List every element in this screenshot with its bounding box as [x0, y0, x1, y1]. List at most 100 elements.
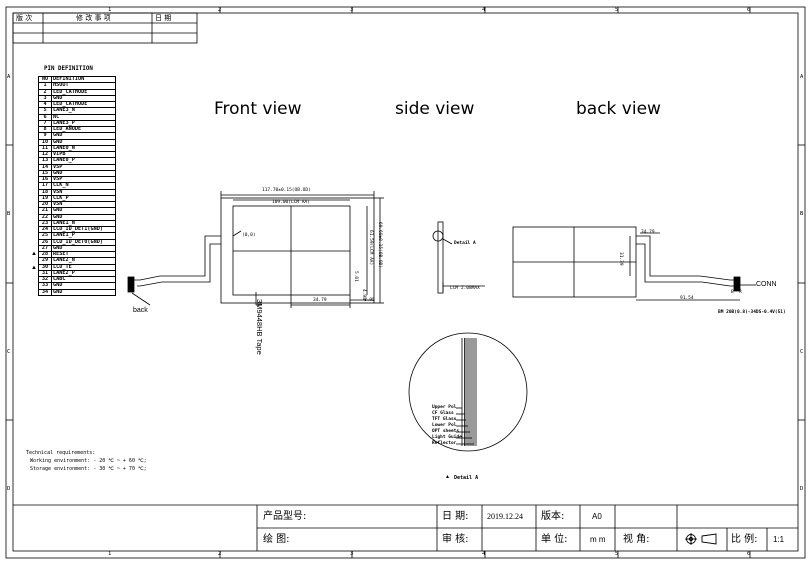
detail-a-circle	[408, 332, 528, 452]
tech-storage: Storage environment: - 30 ℃ ~ + 70 ℃;	[30, 466, 147, 472]
grid-row-c-right: C	[800, 349, 804, 355]
pin-table-header: NO DEFINITION	[38, 75, 116, 84]
pin-26-marker: ▲	[31, 265, 37, 271]
front-corner-dim-1: 5.01	[353, 271, 358, 282]
grid-col-6: 6	[747, 7, 751, 13]
date-label: 日 期:	[442, 511, 469, 522]
grid-row-d: D	[7, 486, 11, 492]
grid-row-b-right: B	[800, 211, 804, 217]
pin-definition: LCD_ID_DET0(GND)	[51, 238, 116, 246]
scale-label: 比 例:	[731, 534, 758, 545]
inner-frame	[12, 12, 799, 552]
grid-col-4: 4	[482, 7, 486, 13]
pin-definition: NC	[51, 113, 116, 121]
back-dim-2: 31.39	[618, 252, 623, 266]
outer-frame	[5, 6, 806, 559]
back-dim-3: 91.54	[680, 296, 694, 301]
back-r-label: R	[739, 290, 742, 295]
version-value: A0	[592, 512, 602, 521]
layer-upper-pol: Upper Pol	[432, 405, 457, 410]
front-bottom-dim: 34.79	[313, 298, 327, 303]
pin-definition: CABC	[51, 275, 116, 284]
pin-24-marker: ▲	[31, 251, 37, 257]
pin-header-def: DEFINITION	[51, 75, 116, 84]
pin-definition: LANE3_N	[51, 107, 116, 115]
pin-definition: LED_CATHODE	[51, 100, 116, 109]
version-label: 版本:	[541, 511, 565, 522]
scale-value: 1:1	[773, 535, 785, 544]
back-b-label: B	[731, 290, 734, 295]
conn-label: CONN	[756, 281, 777, 288]
grid-col-5-bottom: 5	[615, 551, 619, 557]
front-view-title: Front view	[214, 99, 302, 119]
front-panel-outline	[220, 197, 375, 304]
grid-col-4-bottom: 4	[482, 551, 486, 557]
side-thickness: LCM 2.08MAX	[450, 286, 480, 291]
pin-definition: HSOUT	[51, 82, 116, 90]
grid-row-d-right: D	[800, 486, 804, 492]
tape-label: 3M9448HB Tape	[255, 299, 264, 355]
side-detail-a-label: Detail A	[454, 241, 476, 246]
back-view-title: back view	[576, 99, 661, 119]
review-label: 审 核:	[442, 534, 469, 545]
projection-symbol	[685, 533, 717, 545]
grid-row-b: B	[7, 211, 11, 217]
front-outer-width: 117.70±0.15(OB.OD)	[262, 188, 311, 193]
front-active-area	[232, 205, 351, 296]
date-value: 2019.12.24	[487, 512, 523, 521]
layer-reflector: Reflector	[432, 441, 457, 446]
layer-lower-pol: Lower Pol	[432, 423, 457, 428]
grid-col-5: 5	[615, 7, 619, 13]
pin-definition: LCD_TE	[51, 263, 116, 271]
tech-working: Working environment: - 20 ℃ ~ + 60 ℃;	[30, 458, 147, 464]
front-corner-dim-3: 1.95	[364, 298, 375, 303]
pin-definition: LANE2_P	[51, 269, 116, 278]
view-angle-label: 视 角:	[623, 534, 650, 545]
grid-col-3: 3	[350, 7, 354, 13]
grid-row-a: A	[7, 74, 11, 80]
pin-definition: LCD_ID_DET1(GND)	[51, 225, 116, 234]
drawn-by-label: 绘 图:	[263, 534, 290, 545]
unit-value: m m	[590, 535, 606, 544]
front-outer-height: 69.60±0.15(OB.OD)	[377, 222, 382, 269]
rev-header-change: 修 改 事 项	[76, 14, 111, 22]
product-model-label: 产品型号:	[263, 511, 307, 522]
front-origin: (0,0)	[242, 233, 256, 238]
layer-opt-sheets: OPT sheets	[432, 429, 460, 434]
pin-definition: RESET	[51, 250, 116, 259]
layer-tft-glass: TFT Glass	[432, 417, 457, 422]
pin-table-title: PIN DEFINITION	[44, 66, 93, 72]
tech-title: Technical requirements:	[26, 450, 96, 456]
grid-col-2: 2	[218, 7, 222, 13]
rev-header-version: 版 次	[16, 14, 33, 22]
layer-cf-glass: CF Glass	[432, 411, 454, 416]
pin-definition: GND	[51, 94, 116, 103]
pin-number: 34	[38, 288, 52, 296]
pin-definition: LANE2_N	[51, 257, 116, 265]
side-view-title: side view	[395, 99, 475, 119]
pin-definition: GND	[51, 288, 116, 296]
unit-label: 单 位:	[541, 534, 568, 545]
detail-a-title: Detail A	[454, 475, 479, 481]
pin-definition: GND	[51, 282, 116, 290]
layer-light-guide: Light Guide	[432, 435, 462, 440]
grid-row-c: C	[7, 349, 11, 355]
grid-row-a-right: A	[800, 74, 804, 80]
front-aa-height: 61.59(LCM AA)	[368, 230, 373, 266]
